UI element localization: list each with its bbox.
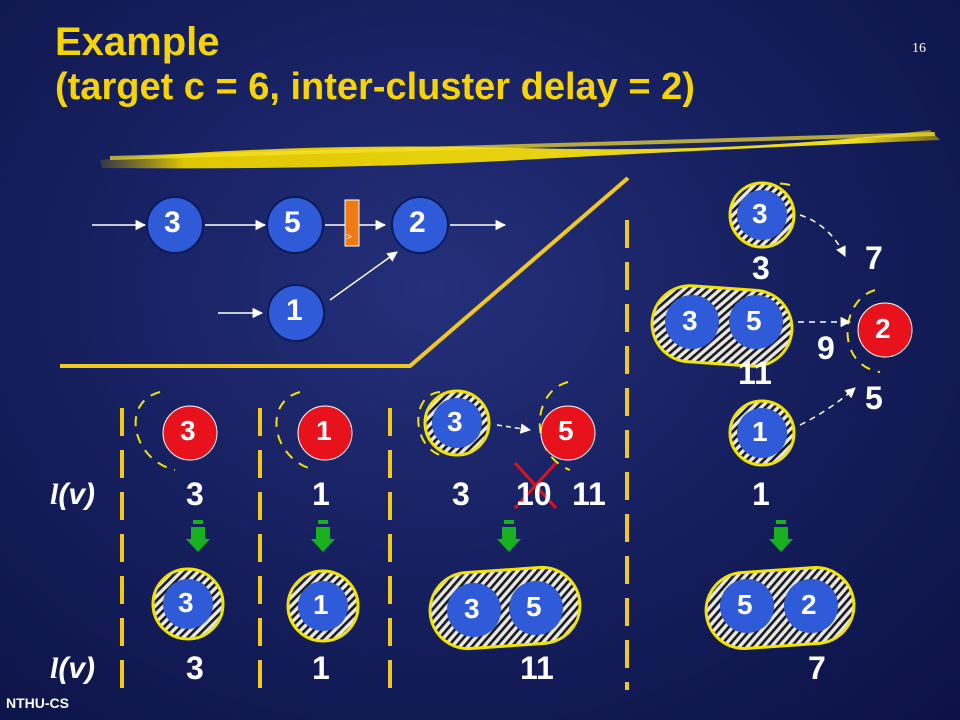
lv-suffix: (v)	[58, 478, 96, 511]
page-number: 16	[912, 41, 926, 56]
right-bottom-node-label: 1	[752, 416, 768, 447]
graph-node-2-label: 2	[409, 206, 426, 239]
green-arrows	[186, 520, 793, 552]
step2-lv-after: 1	[312, 650, 330, 686]
right-cluster-node-3: 3	[682, 305, 698, 336]
lv-suffix: (v)	[58, 652, 96, 685]
step4-lv-before: 1	[752, 476, 770, 512]
graph-node-1-label: 1	[286, 294, 303, 327]
graph-node-3-label: 3	[164, 206, 181, 239]
lv-label-bottom: l(v)	[50, 652, 95, 686]
step3-before-node-3: 3	[447, 406, 463, 437]
step3-after-node-5: 5	[526, 591, 542, 622]
lv-label-top: l(v)	[50, 478, 95, 512]
step4-lv-after: 7	[808, 650, 826, 686]
title-line-2: (target c = 6, inter-cluster delay = 2)	[55, 65, 695, 108]
step3-lv-before-a: 3	[452, 476, 470, 512]
edge-label-5: 5	[865, 380, 883, 416]
step2-before	[275, 391, 353, 471]
dashed-separators	[120, 220, 629, 690]
step3-after	[428, 565, 582, 651]
step1-before-node: 3	[180, 415, 196, 446]
title-underline	[100, 130, 940, 169]
step1-before	[134, 391, 218, 471]
edge-label-9: 9	[817, 330, 835, 366]
graph-node-1	[267, 284, 325, 342]
right-top-node-value: 3	[752, 250, 770, 286]
step3-lv-before-c: 11	[572, 476, 606, 512]
step3-before	[417, 381, 596, 510]
register-box	[344, 199, 360, 247]
title-line-1: Example	[55, 20, 220, 64]
slide-title: Example (target c = 6, inter-cluster del…	[55, 20, 695, 109]
cross-mark	[513, 461, 558, 510]
graph-node-5	[266, 196, 324, 254]
right-cluster	[650, 181, 913, 467]
step2-before-node: 1	[316, 415, 332, 446]
step3-after-node-3: 3	[464, 593, 480, 624]
step4-after-node-5: 5	[737, 589, 753, 620]
step1-after	[151, 567, 225, 641]
footer-label: NTHU-CS	[6, 695, 69, 711]
step4-after	[704, 565, 856, 651]
step3-lv-before-b: 10	[516, 476, 552, 512]
step1-lv-after: 3	[186, 650, 204, 686]
right-cluster-value: 11	[738, 355, 772, 391]
right-cluster-node-5: 5	[746, 305, 762, 336]
step2-after-node: 1	[313, 589, 329, 620]
register-symbol: >	[346, 232, 352, 243]
graph-node-3	[146, 196, 204, 254]
step3-before-node-5: 5	[558, 415, 574, 446]
step1-lv-before: 3	[186, 476, 204, 512]
right-target-node-label: 2	[875, 313, 891, 344]
graph-node-2	[391, 196, 449, 254]
step4-after-node-2: 2	[801, 589, 817, 620]
step3-lv-after: 11	[520, 650, 554, 686]
edge-label-7: 7	[865, 240, 883, 276]
step2-lv-before: 1	[312, 476, 330, 512]
right-top-node-label: 3	[752, 198, 768, 229]
lv-letter: l	[50, 478, 59, 511]
lv-letter: l	[50, 652, 59, 685]
step2-after	[286, 569, 360, 643]
divider-lines	[60, 176, 630, 368]
graph-node-5-label: 5	[284, 206, 301, 239]
step1-after-node: 3	[178, 587, 194, 618]
